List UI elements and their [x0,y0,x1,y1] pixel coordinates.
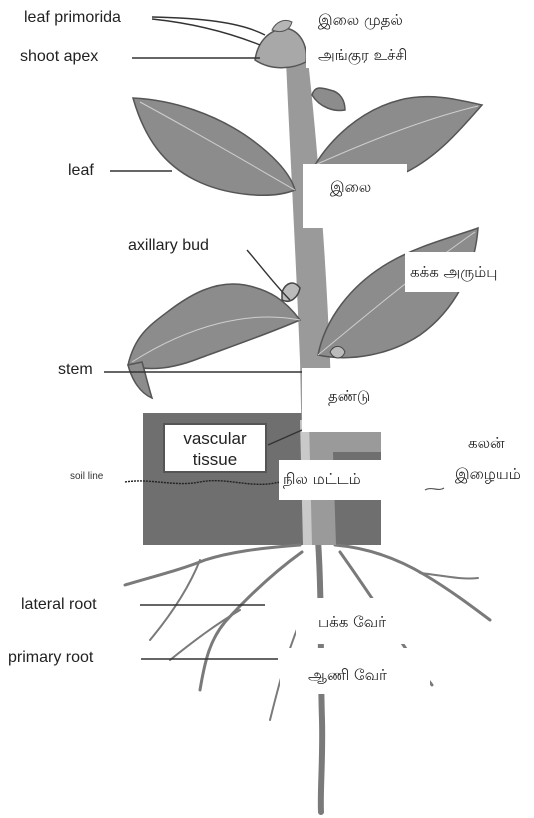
soil-line-mark-right [425,488,444,490]
label-vascular-tissue-en: vascular tissue [163,423,267,473]
label-primary-root-ta: ஆணி வேர் [308,668,387,683]
label-leaf-ta: இலை [330,180,371,195]
label-leaf-primordia-ta: இலை முதல் [318,13,403,28]
pointer-leaf-primordia [152,17,265,35]
label-shoot-apex-en: shoot apex [20,49,98,65]
label-soil-line-en: soil line [70,471,103,482]
leaf-small-top-right [312,88,345,111]
label-leaf-en: leaf [68,163,94,179]
label-shoot-apex-ta: அங்குர உச்சி [318,48,407,63]
vascular-line-1: vascular [165,428,265,449]
axillary-bud-shape [282,283,300,301]
vascular-line-2: tissue [165,449,265,470]
label-vascular-ta-2: இழையம் [455,467,521,482]
ta-box-leaf [303,164,407,228]
label-stem-ta: தண்டு [328,389,370,404]
lateral-root-left-4 [170,610,240,660]
label-axillary-bud-en: axillary bud [128,238,209,254]
label-axillary-bud-ta: கக்க அரும்பு [410,265,497,280]
leaf-upper-left [133,98,295,195]
label-vascular-ta-1: கலன் [468,436,505,451]
label-leaf-primordia-en: leaf primorida [24,10,121,26]
label-stem-en: stem [58,362,93,378]
lateral-root-left-1 [125,545,300,585]
pointer-leaf-primordia-2 [152,19,260,45]
soil-lighter-band [330,432,381,452]
lateral-root-left-3 [150,560,200,640]
label-soil-line-ta: நில மட்டம் [283,472,361,487]
label-lateral-root-ta: பக்க வேர் [318,615,386,630]
label-lateral-root-en: lateral root [21,597,97,613]
label-primary-root-en: primary root [8,650,93,666]
leaf-lower-left [128,284,300,369]
